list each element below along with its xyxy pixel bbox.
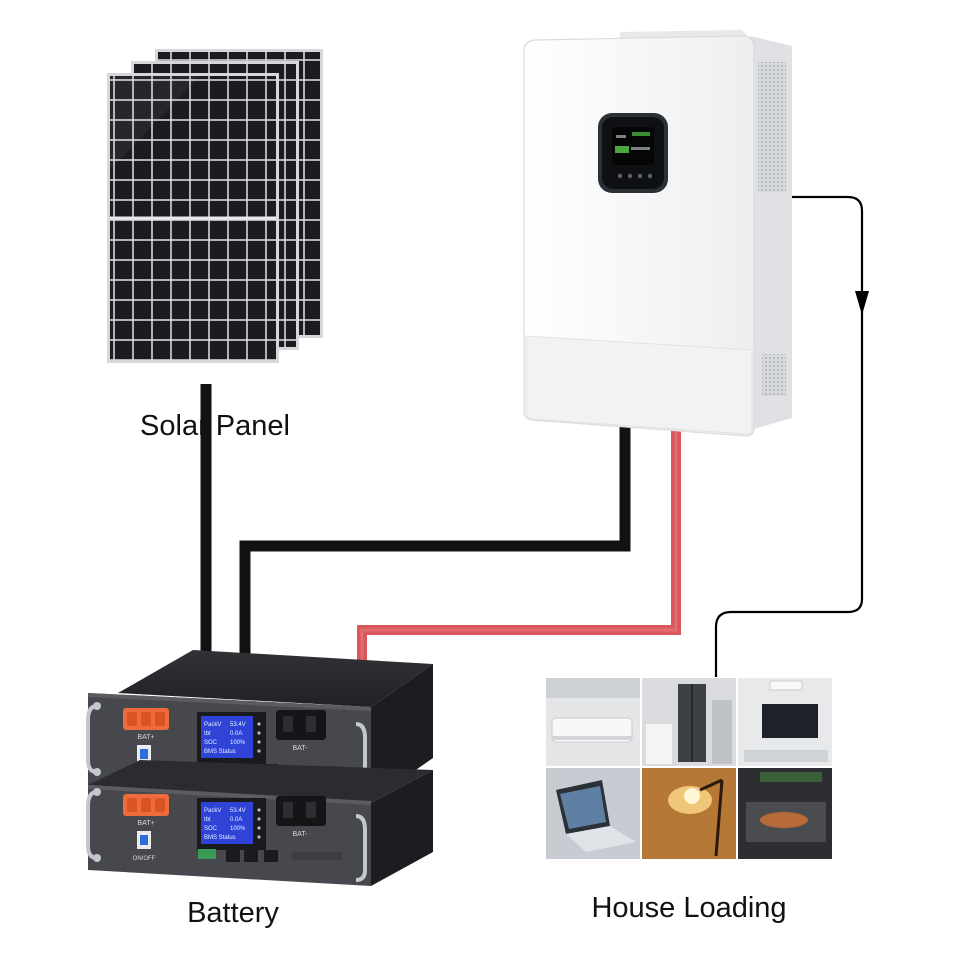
battery-label: Battery: [187, 897, 279, 929]
appliance-air-conditioner-photo: [546, 678, 640, 766]
arrow-down-icon: [855, 291, 869, 315]
svg-text:SOC: SOC: [204, 740, 218, 746]
svg-text:Ibt: Ibt: [204, 817, 211, 823]
svg-text:100%: 100%: [230, 826, 246, 832]
svg-text:Ibt: Ibt: [204, 731, 211, 737]
svg-text:53.4V: 53.4V: [230, 722, 246, 728]
battery-stack: BAT+ ON/OFF PackV 53.4V Ibt 0.0A SOC 100…: [86, 650, 433, 886]
appliance-refrigerator-photo: [642, 678, 736, 766]
cable-inverter-negative: [239, 425, 631, 660]
cable-inverter-positive: [357, 428, 681, 664]
appliance-lamp-photo: [642, 768, 736, 859]
svg-text:PackV: PackV: [204, 808, 221, 814]
svg-text:BMS Status: BMS Status: [204, 835, 236, 841]
appliance-television-photo: [738, 678, 832, 766]
solar-panel-front: [107, 73, 279, 363]
bat-negative-label: BAT-: [292, 745, 308, 752]
appliance-oven-photo: [738, 768, 832, 859]
battery-lcd-lower: [201, 802, 253, 844]
svg-text:PackV: PackV: [204, 722, 221, 728]
house-loading-collage: [545, 677, 833, 860]
svg-text:53.4V: 53.4V: [230, 808, 246, 814]
inverter-vent-upper: [758, 62, 786, 192]
svg-text:100%: 100%: [230, 740, 246, 746]
inverter: [523, 30, 792, 437]
svg-text:0.0A: 0.0A: [230, 731, 242, 737]
svg-text:ON/OFF: ON/OFF: [133, 856, 156, 862]
appliance-laptop-photo: [546, 768, 640, 859]
inverter-display: [598, 113, 668, 193]
inverter-vent-lower: [762, 354, 786, 396]
svg-text:BMS Status: BMS Status: [204, 749, 236, 755]
wire-inverter-to-house: [714, 195, 869, 678]
svg-text:BAT-: BAT-: [292, 831, 308, 838]
solar-panel-group: [107, 49, 323, 363]
svg-text:0.0A: 0.0A: [230, 817, 242, 823]
solar-panel-label: Solar Panel: [140, 410, 290, 442]
svg-text:SOC: SOC: [204, 826, 218, 832]
house-loading-label: House Loading: [591, 892, 786, 924]
bat-positive-label: BAT+: [137, 734, 154, 741]
svg-text:BAT+: BAT+: [137, 820, 154, 827]
battery-module-lower: BAT+ ON/OFF PackV 53.4V Ibt 0.0A SOC 100…: [86, 760, 433, 886]
battery-lcd-upper: [201, 716, 253, 758]
